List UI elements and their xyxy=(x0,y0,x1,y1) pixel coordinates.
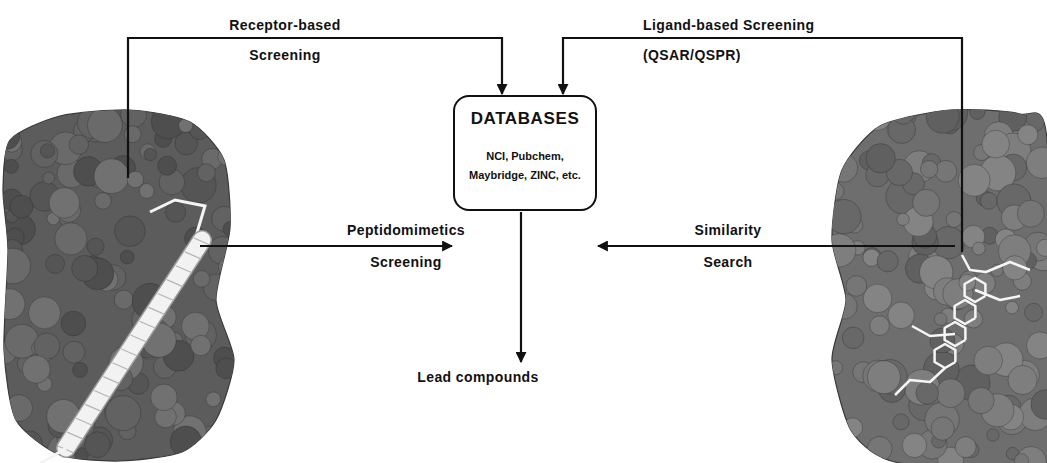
helix-ribbon xyxy=(40,200,210,463)
ligand-arrow xyxy=(563,38,962,252)
screening-label: Receptor-based Screening xyxy=(223,10,347,70)
box-heading: DATABASES xyxy=(463,109,587,129)
surface-texture xyxy=(821,96,1047,463)
protein-surface xyxy=(3,110,234,461)
arrows xyxy=(128,38,962,362)
lead-arrow xyxy=(520,212,522,362)
surface-texture xyxy=(0,100,240,463)
output-label: Lead compounds xyxy=(413,367,543,387)
screening-label: Ligand-based Screening (QSAR/QSPR) xyxy=(643,10,830,70)
ligand-protein xyxy=(821,96,1047,463)
receptor-protein xyxy=(0,100,240,463)
peptidomimetics-arrow xyxy=(200,245,452,247)
similarity-arrow xyxy=(598,245,955,247)
ligand-molecule xyxy=(895,255,1030,395)
screening-label: Peptidomimetics Screening xyxy=(341,214,472,278)
search-label: Similarity Search xyxy=(689,214,768,278)
protein-surface xyxy=(832,110,1047,463)
box-body: NCI, Pubchem, Maybridge, ZINC, etc. xyxy=(463,147,587,185)
database-box: DATABASES NCI, Pubchem, Maybridge, ZINC, … xyxy=(453,95,597,211)
